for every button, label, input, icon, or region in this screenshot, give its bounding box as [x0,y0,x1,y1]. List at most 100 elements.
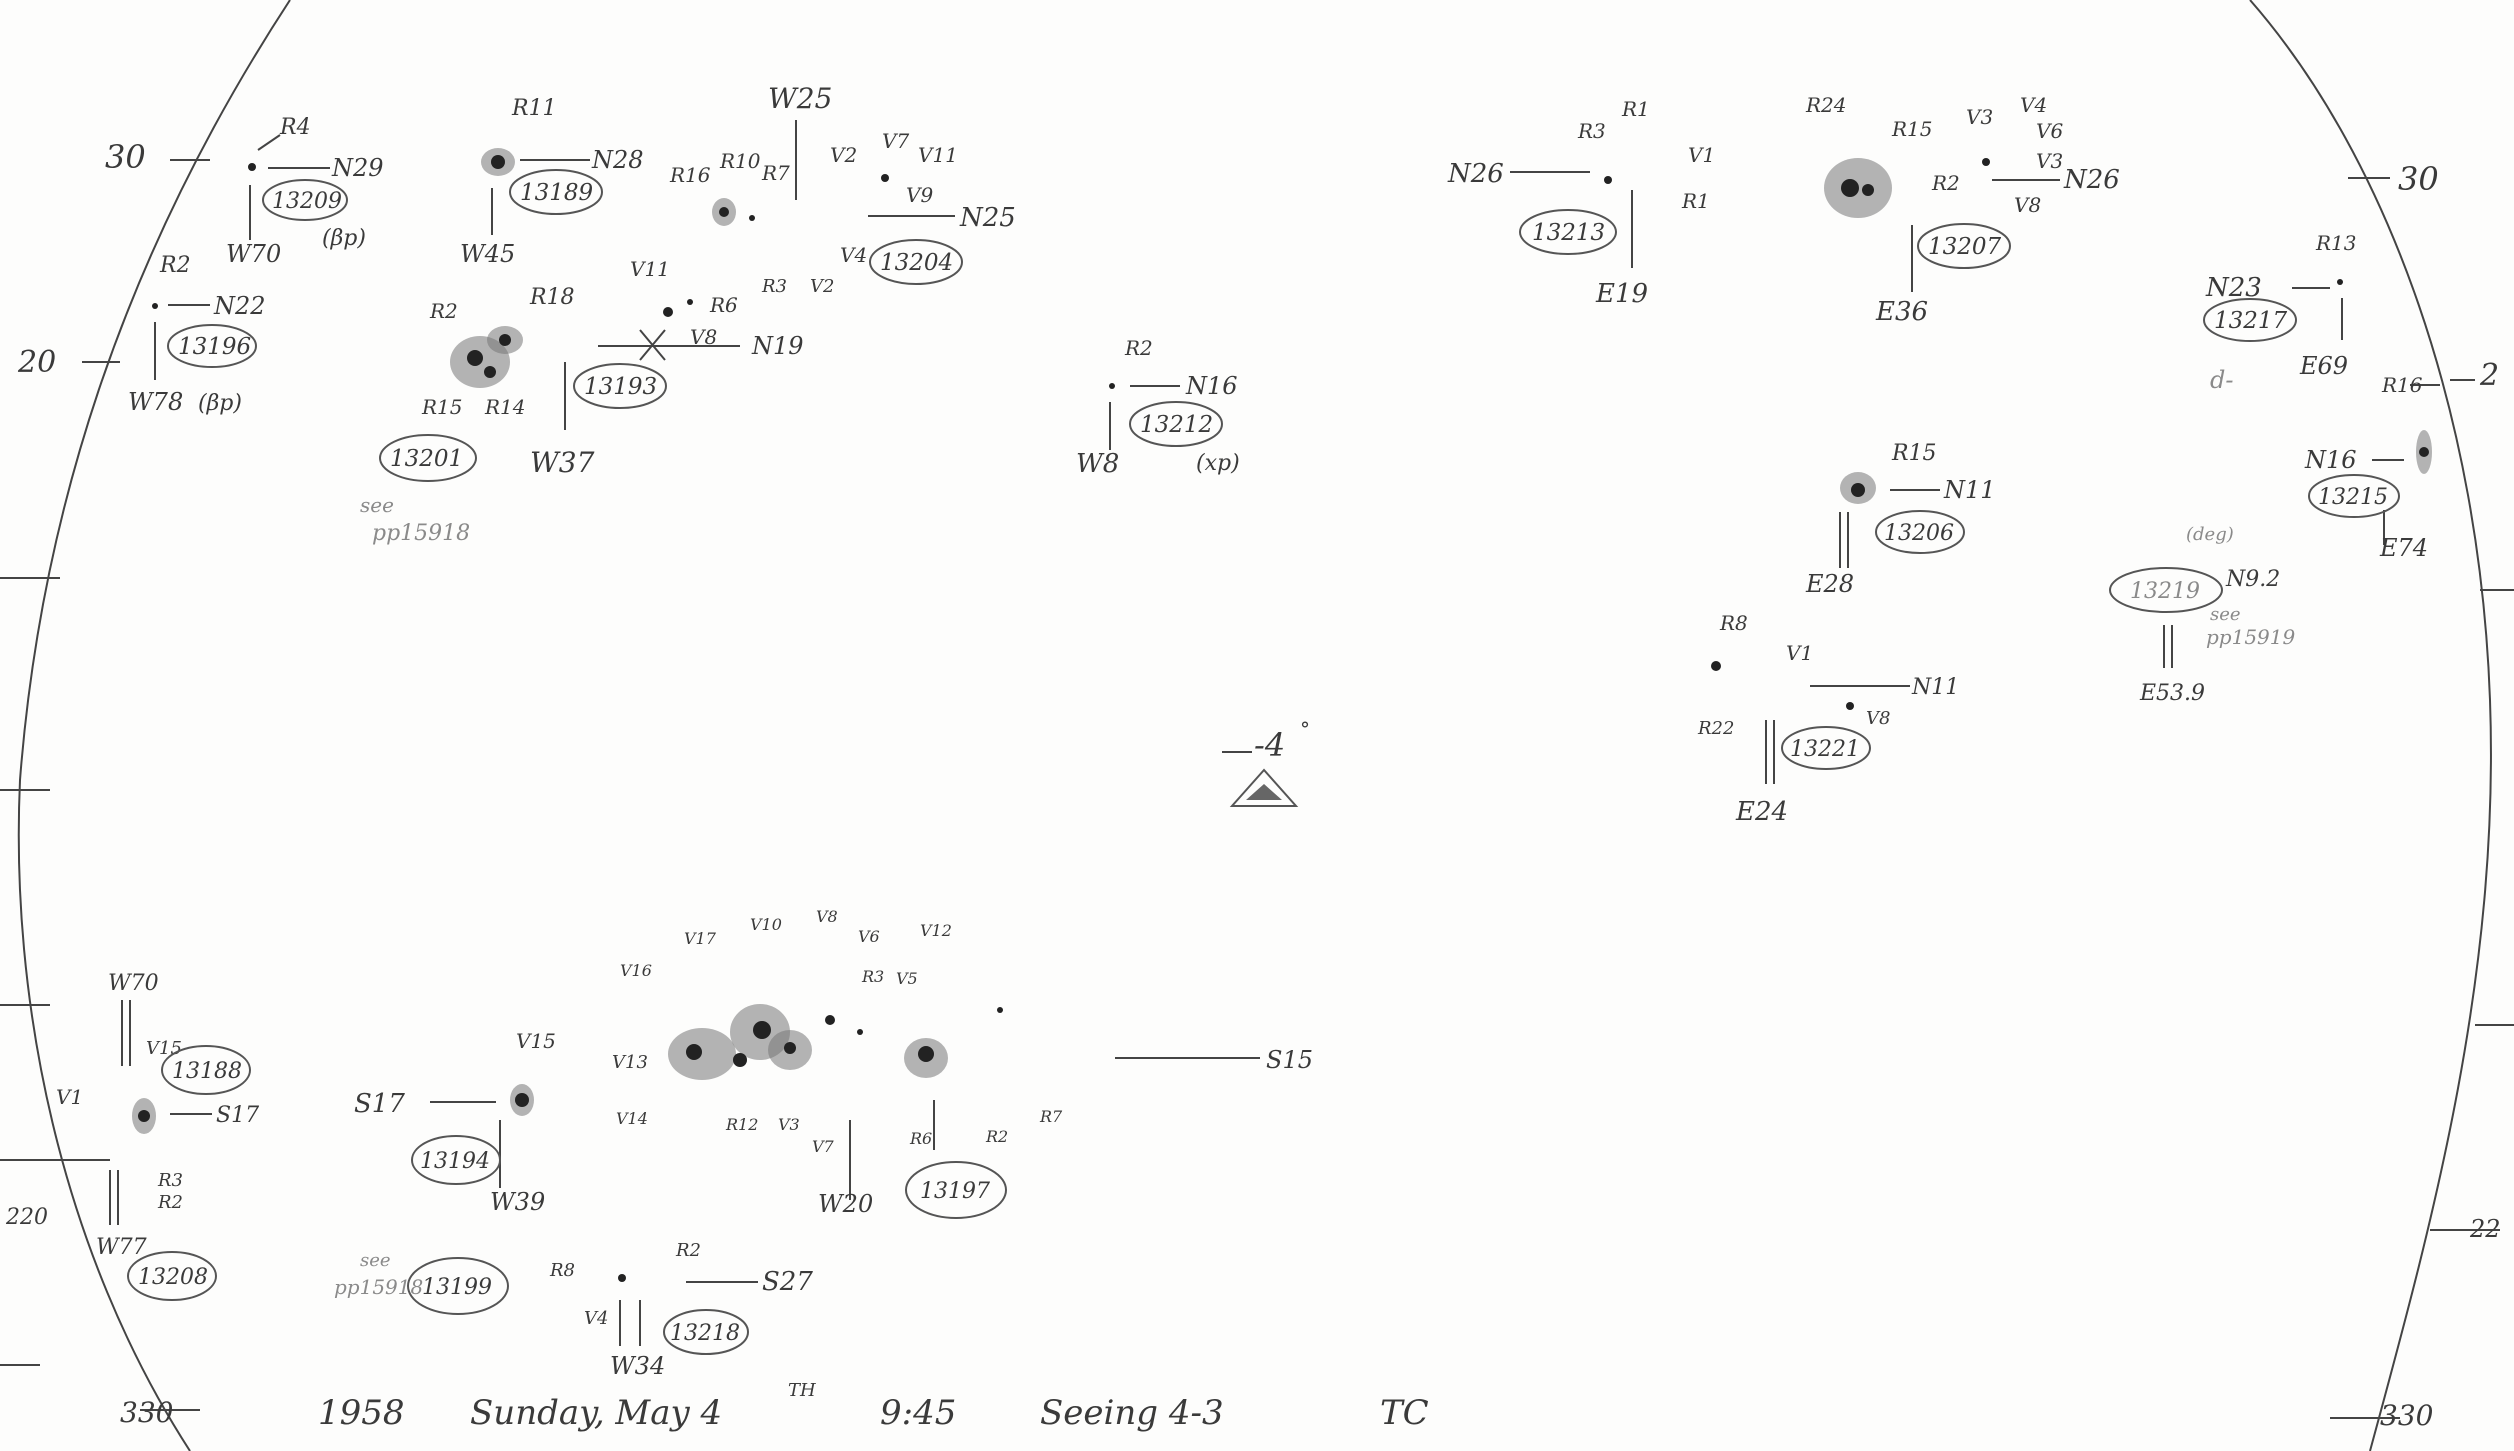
spot-label: R3 [1577,119,1606,143]
region-number: 13217 [2214,308,2288,334]
spot-label: V13 [612,1052,648,1073]
spot-label: R14 [484,395,526,419]
region-number: 13212 [1140,412,1213,438]
region-13221: R8 V1 N11 V8 R22 13221 E24 [1697,611,1959,827]
center-marker: -4 ° [1222,717,1310,807]
lat-label: N28 [591,146,644,174]
spot-label: R6 [709,293,738,317]
lon-label: E28 [1805,570,1854,598]
spot-label: V12 [920,921,952,940]
region-13201: R2 R18 R15 R14 13201 see pp15918 [360,285,575,546]
region-13193: V11 R6 V8 N19 13193 W37 [530,257,804,479]
region-number: 13215 [2318,485,2388,510]
spot-label: V5 [896,969,918,988]
region-number: 13213 [1532,220,1605,246]
spot-label: R7 [761,161,790,185]
spot-label: V3 [778,1115,800,1134]
lat-label: N16 [2304,446,2357,474]
region-13197: V16 V17 V10 V8 V6 V12 R3 V5 V13 V14 R12 … [612,907,1313,1219]
lon-label: E24 [1735,797,1788,827]
spot-label: R10 [719,149,761,173]
region-number: 13196 [178,334,251,360]
limb-label-30-right: 30 [2398,160,2439,198]
center-degree: ° [1300,717,1310,741]
footer-notation: 1958 Sunday, May 4 TH 9:45 Seeing 4-3 TC [318,1380,1429,1433]
footer-year: 1958 [318,1393,405,1433]
limb-label-20-left: 20 [17,345,56,380]
region-number: 13201 [390,446,463,472]
spot-label: V8 [690,325,717,349]
region-13218: R8 V4 R2 S27 13218 W34 [549,1240,813,1380]
region-13215: R16 N16 13215 E74 [2304,373,2440,562]
lat-label: N26 [2063,165,2120,195]
lat-label: N25 [959,203,1016,233]
spot-label: V14 [616,1109,648,1128]
class-label: (βp) [322,226,366,251]
lat-label: N26 [1447,159,1504,189]
spot-label: R2 [429,299,458,323]
note-see: see [360,493,394,517]
region-13219: 13219 (deg) N9.2 see pp15919 E53.9 [2109,524,2296,706]
solar-limb-left [17,0,291,1451]
limb-label-330-right: 330 [2380,1399,2433,1432]
lon-label: W34 [610,1352,665,1380]
spot-label: R12 [725,1115,758,1134]
region-number: 13221 [1790,737,1860,762]
spot-label: V1 [1688,143,1715,167]
note-page: pp15919 [2206,625,2296,649]
region-number: 13194 [420,1149,490,1174]
spot-label: V7 [882,129,909,153]
spot-label: V1 [56,1085,83,1109]
spot-label: R2 [1931,171,1960,195]
lon-label: W20 [818,1190,873,1218]
lat-label: N11 [1943,476,1996,504]
spot-label: R8 [549,1260,575,1281]
spot-label: R4 [279,115,311,140]
spot-label: V15 [146,1038,182,1059]
spot-label: R1 [1621,97,1650,121]
region-number: 13188 [172,1059,242,1084]
spot-label: R13 [2315,231,2357,255]
footer-day-suffix: TH [788,1380,816,1401]
lat-label: N19 [751,332,804,360]
spot-label: V8 [1866,708,1890,729]
spot-label: V9 [906,183,933,207]
spot-label: R7 [1039,1107,1063,1126]
spot-label: R18 [529,285,575,310]
spot-label: V6 [858,927,880,946]
spot-label: V11 [918,143,958,167]
spot-label: R22 [1697,718,1734,739]
spot-label: V11 [630,257,670,281]
region-number: 13197 [920,1179,990,1204]
region-number: 13207 [1928,234,2002,260]
lon-label: E53.9 [2139,681,2205,706]
spot-label: V3 [2036,149,2063,173]
spot-label: R3 [761,276,787,297]
spot-label: V4 [840,243,867,267]
region-number: 13218 [670,1321,740,1346]
spot-label: V7 [812,1137,835,1156]
lon-label: W39 [490,1188,545,1216]
limb-ticks-right [2330,177,2514,1419]
region-number: 13206 [1884,521,1954,546]
class-label: (βp) [198,391,242,416]
lon-label: E19 [1595,279,1648,309]
solar-limb-right [2249,0,2492,1451]
lon-label: E36 [1875,297,1928,327]
limb-label-22-right: 22 [2469,1215,2501,1243]
lat-label: S27 [762,1267,813,1297]
footer-time: 9:45 [880,1393,956,1433]
spot-label: R2 [1124,336,1153,360]
note-see: see [2210,604,2241,625]
spot-label: R1 [1681,189,1710,213]
region-13188: W70 V15 13188 S17 V1 [56,971,259,1134]
lon-label: W77 [96,1235,147,1260]
spot-label: R2 [157,1192,183,1213]
spot-label: R2 [159,253,191,278]
limb-ticks-left [0,159,210,1411]
region-13213: R3 R1 V1 R1 N26 13213 E19 [1447,97,1715,309]
spot-label: R15 [1891,441,1937,466]
lat-label: N23 [2205,273,2262,303]
region-13207: R24 R15 V3 V4 V6 V3 R2 V8 N26 13207 E36 [1805,93,2120,327]
